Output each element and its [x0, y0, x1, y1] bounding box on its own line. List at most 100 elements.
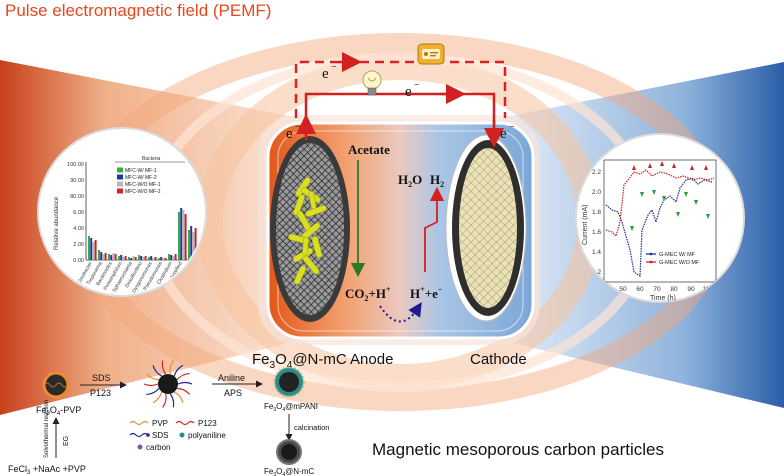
- field-on-arrows: [630, 190, 710, 231]
- anode-nanorods: [288, 177, 327, 285]
- fe3o4-pvp-particle: [42, 371, 70, 399]
- synthesis-scheme: Fe3O4-PVP SDS P123 Aniline APS Fe3O4@mPA…: [8, 360, 329, 476]
- svg-text:CO2+H+: CO2+H+: [345, 285, 391, 303]
- svg-text:H2: H2: [430, 172, 444, 189]
- anode-label: Fe3O4@N-mC Anode: [252, 351, 393, 371]
- right-chart-ytick: 2.2: [592, 169, 601, 176]
- svg-text:H2O: H2O: [398, 172, 422, 189]
- micelle-tail: [169, 360, 174, 375]
- left-chart-bars: [88, 208, 197, 260]
- left-chart-bar: [88, 236, 90, 260]
- step1-top-label: SDS: [92, 373, 111, 383]
- calcination-label: calcination: [294, 423, 329, 432]
- left-chart-bar: [114, 254, 117, 260]
- left-chart-bar: [120, 255, 123, 260]
- svg-text:e: e: [405, 84, 412, 100]
- left-chart-ytick: 80.00: [70, 194, 84, 200]
- left-chart-bar: [162, 258, 165, 260]
- left-chart-bar: [140, 256, 143, 260]
- left-chart-bar: [148, 257, 150, 260]
- micelle-tail: [146, 387, 160, 396]
- right-chart-xtick: 50: [619, 286, 627, 293]
- right-chart-ytick: 1.6: [592, 229, 601, 236]
- left-chart-bar: [90, 238, 93, 260]
- electron-label-dashed: e −: [322, 62, 337, 82]
- left-legend-label: MFC-W/O MF-1: [125, 182, 161, 188]
- electron-label-cathode: e −: [500, 122, 515, 142]
- left-chart-bar: [182, 210, 185, 260]
- left-chart-bar: [150, 256, 153, 260]
- left-chart-bar: [122, 257, 125, 260]
- left-chart-bar: [138, 255, 140, 260]
- left-chart-bar: [130, 258, 133, 260]
- co2-label: CO2+H+: [345, 285, 391, 303]
- right-line-chart: Current (mA) Time (h) 2.22.01.81.61.41.2…: [575, 133, 745, 303]
- left-chart-bar: [178, 212, 180, 260]
- fe3o4-mpani-particle: [273, 366, 305, 398]
- left-legend-swatch: [117, 167, 123, 173]
- left-chart-bar: [92, 242, 95, 260]
- right-chart-ytick: 1.2: [592, 269, 601, 276]
- h2-label: H2: [430, 172, 444, 189]
- left-chart-bar: [142, 257, 145, 260]
- left-chart-ytick: 100.00: [67, 162, 84, 168]
- lightbulb-icon: [362, 70, 382, 96]
- left-chart-bar: [132, 256, 135, 260]
- step2-bottom-label: APS: [224, 388, 242, 398]
- svg-text:G-MEC W/O MF: G-MEC W/O MF: [659, 260, 700, 266]
- left-chart-bar: [190, 226, 193, 260]
- right-chart-ytick: 1.4: [592, 249, 601, 256]
- left-chart-bar: [112, 253, 115, 260]
- left-chart-bar: [192, 232, 195, 260]
- anode-electrode: [270, 136, 350, 322]
- micelle-tail: [177, 381, 193, 385]
- svg-text:−: −: [295, 122, 301, 133]
- cathode-electrode: [445, 134, 527, 322]
- left-chart-bar: [94, 240, 97, 260]
- fe3o4-nmc-particle: [276, 439, 302, 465]
- right-chart-xtick: 80: [670, 286, 678, 293]
- left-legend-label: MFC-W/ MF-2: [125, 175, 157, 181]
- left-chart-bar: [164, 258, 167, 260]
- right-chart-ylabel: Current (mA): [582, 205, 589, 245]
- left-chart-bar: [180, 208, 183, 260]
- acetate-label: Acetate: [348, 142, 390, 157]
- svg-text:PVP: PVP: [152, 419, 168, 428]
- h-plus-label: H++e−: [410, 285, 443, 301]
- left-chart-bar: [194, 228, 197, 260]
- solvothermal-label: Solvothermal reaction: [44, 400, 50, 458]
- power-supply-icon: [417, 43, 445, 65]
- micelle-tail: [176, 387, 191, 395]
- proton-transfer-arrow: [379, 302, 422, 323]
- svg-text:Fe3O4@N-mC Anode: Fe3O4@N-mC Anode: [252, 351, 393, 371]
- hydrogen-evolution-arrow: [424, 186, 445, 272]
- left-chart-bar: [154, 257, 157, 260]
- right-chart-xtick: 60: [636, 286, 644, 293]
- svg-text:e: e: [322, 66, 329, 82]
- left-chart-bar: [174, 254, 177, 260]
- dashed-wire: [294, 60, 507, 118]
- external-circuit: [294, 52, 507, 148]
- left-legend-label: MFC-W/ MF-1: [125, 168, 157, 174]
- electron-label-anode: e −: [286, 122, 301, 142]
- left-chart-bar: [158, 258, 160, 260]
- electron-label-wire: e −: [405, 80, 420, 100]
- fe3o4-mpani-label: Fe3O4@mPANI: [264, 402, 318, 413]
- micelle-tail: [162, 393, 167, 408]
- left-chart-bar: [188, 230, 190, 260]
- left-chart-ytick: 0.00: [73, 258, 84, 264]
- micelle-tail: [173, 364, 184, 377]
- right-chart-xtick: 70: [653, 286, 661, 293]
- left-chart-bar: [168, 254, 170, 260]
- svg-text:−: −: [331, 62, 337, 73]
- svg-text:G-MEC W/ MF: G-MEC W/ MF: [659, 252, 696, 258]
- left-chart-bar: [118, 256, 120, 260]
- micelle-tail: [145, 373, 160, 381]
- svg-text:carbon: carbon: [146, 443, 170, 452]
- svg-text:e: e: [286, 126, 293, 142]
- svg-text:polyaniline: polyaniline: [188, 431, 226, 440]
- right-chart-ytick: 1.8: [592, 209, 601, 216]
- left-chart-bar: [110, 255, 113, 260]
